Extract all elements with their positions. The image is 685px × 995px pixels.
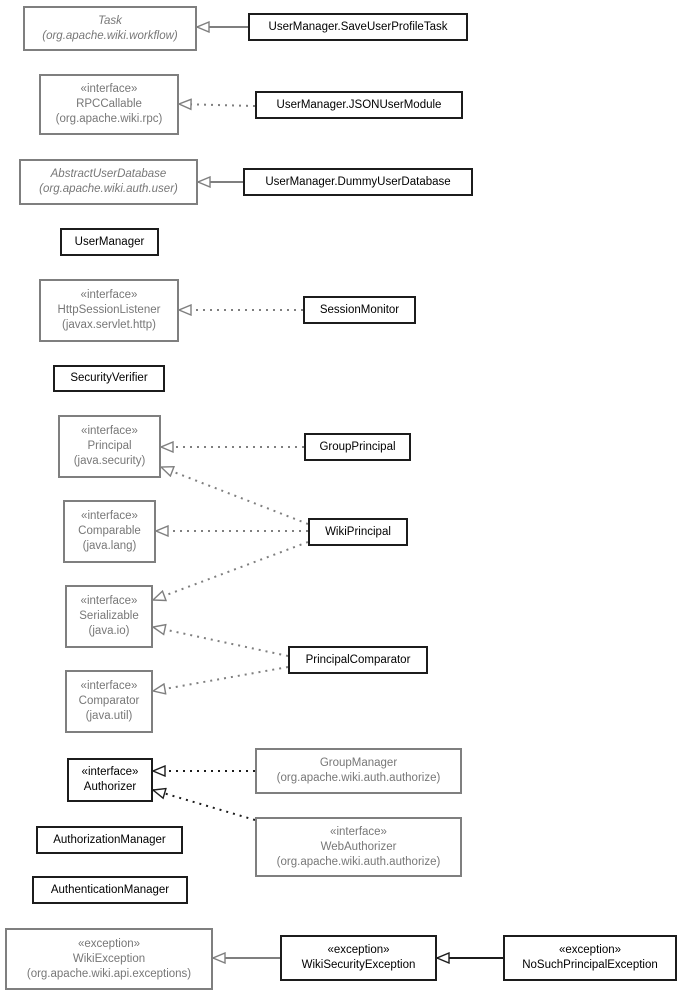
class-box-usermanager-dummyuserdatabase: UserManager.DummyUserDatabase [243,168,473,196]
stereotype-label: «interface» [80,83,138,95]
stereotype-label: «interface» [80,680,138,692]
class-box-httpsessionlistener: «interface» HttpSessionListener (javax.ser… [39,279,179,342]
class-name: SessionMonitor [319,303,400,316]
class-box-usermanager-jsonusermodule: UserManager.JSONUserModule [255,91,463,119]
implements-edge-wikiprincipal-to-serializable [153,541,309,600]
class-name: HttpSessionListener [57,304,161,316]
implements-edge-wikiprincipal-to-principal [161,467,309,525]
class-name: Comparator [78,695,140,707]
class-box-authorizationmanager: AuthorizationManager [36,826,183,854]
package-label: (org.apache.wiki.workflow) [42,29,178,42]
class-name: RPCCallable [76,98,142,110]
class-name: NoSuchPrincipalException [522,959,658,971]
stereotype-label: «interface» [81,766,139,778]
class-name: Authorizer [83,781,137,793]
class-box-abstractuserdatabase: AbstractUserDatabase (org.apache.wiki.aut… [19,159,198,205]
package-label: (org.apache.wiki.rpc) [55,113,163,125]
class-name: UserManager [74,235,145,248]
stereotype-label: «interface» [80,289,138,301]
edges-group [153,27,503,958]
class-box-task: Task (org.apache.wiki.workflow) [23,6,197,51]
class-name: PrincipalComparator [305,653,411,666]
class-name: AuthorizationManager [53,833,166,846]
package-label: (javax.servlet.http) [62,319,156,331]
class-name: UserManager.SaveUserProfileTask [268,20,448,33]
class-name: WikiPrincipal [325,525,391,538]
class-name: Task [98,14,122,27]
class-box-groupprincipal: GroupPrincipal [304,433,411,461]
class-box-wikiexception: «exception» WikiException (org.apache.wiki… [5,928,213,990]
class-name: AbstractUserDatabase [50,168,167,180]
class-box-securityverifier: SecurityVerifier [53,365,165,392]
class-box-usermanager-saveuserprofiletask: UserManager.SaveUserProfileTask [248,13,468,41]
class-name: UserManager.DummyUserDatabase [265,175,451,188]
class-box-wikiprincipal: WikiPrincipal [308,518,408,546]
class-name: Principal [87,440,132,452]
stereotype-label: «interface» [81,425,138,437]
class-box-rpccallable: «interface» RPCCallable (org.apache.wiki.r… [39,74,179,135]
class-name: GroupManager [319,757,398,769]
class-name: SecurityVerifier [70,372,148,384]
class-box-groupmanager: GroupManager (org.apache.wiki.auth.author… [255,748,462,794]
stereotype-label: «exception» [77,937,141,950]
package-label: (org.apache.wiki.auth.authorize) [276,855,441,868]
class-box-authenticationmanager: AuthenticationManager [32,876,188,904]
class-box-nosuchprincipalexception: «exception» NoSuchPrincipalException [503,935,677,981]
package-label: (java.security) [73,455,146,467]
class-box-comparable: «interface» Comparable (java.lang) [63,500,156,563]
class-box-usermanager: UserManager [60,228,159,256]
class-name: WikiException [72,952,146,965]
class-name: WebAuthorizer [320,840,397,853]
class-name: UserManager.JSONUserModule [276,98,442,111]
stereotype-label: «exception» [558,944,622,956]
class-box-comparator: «interface» Comparator (java.util) [65,670,153,733]
stereotype-label: «interface» [80,595,138,607]
stereotype-label: «exception» [327,944,390,956]
class-box-principal: «interface» Principal (java.security) [58,415,161,478]
implements-edge-principalcomparator-to-serializable [153,627,289,657]
class-box-wikisecurityexception: «exception» WikiSecurityException [280,935,437,981]
class-box-authorizer: «interface» Authorizer [67,758,153,802]
class-box-serializable: «interface» Serializable (java.io) [65,585,153,648]
class-box-principalcomparator: PrincipalComparator [288,646,428,674]
class-name: Comparable [78,525,141,537]
implements-edge-webauthorizer-to-authorizer [153,790,256,821]
class-name: AuthenticationManager [50,883,170,896]
class-box-webauthorizer: «interface» WebAuthorizer (org.apache.wiki… [255,817,462,877]
package-label: (java.lang) [82,540,137,552]
package-label: (org.apache.wiki.auth.user) [39,183,178,195]
class-name: WikiSecurityException [301,959,416,971]
stereotype-label: «interface» [81,510,138,522]
package-label: (java.io) [88,625,130,637]
class-name: GroupPrincipal [319,440,396,453]
implements-edge-principalcomparator-to-comparator [153,666,289,691]
package-label: (java.util) [85,710,133,722]
stereotype-label: «interface» [330,825,387,838]
implements-edge-usermanager-jsonusermodule-to-rpccallable [179,104,256,106]
package-label: (org.apache.wiki.auth.authorize) [276,772,441,784]
package-label: (org.apache.wiki.api.exceptions) [26,967,192,980]
class-name: Serializable [79,610,139,622]
class-box-sessionmonitor: SessionMonitor [303,296,416,324]
